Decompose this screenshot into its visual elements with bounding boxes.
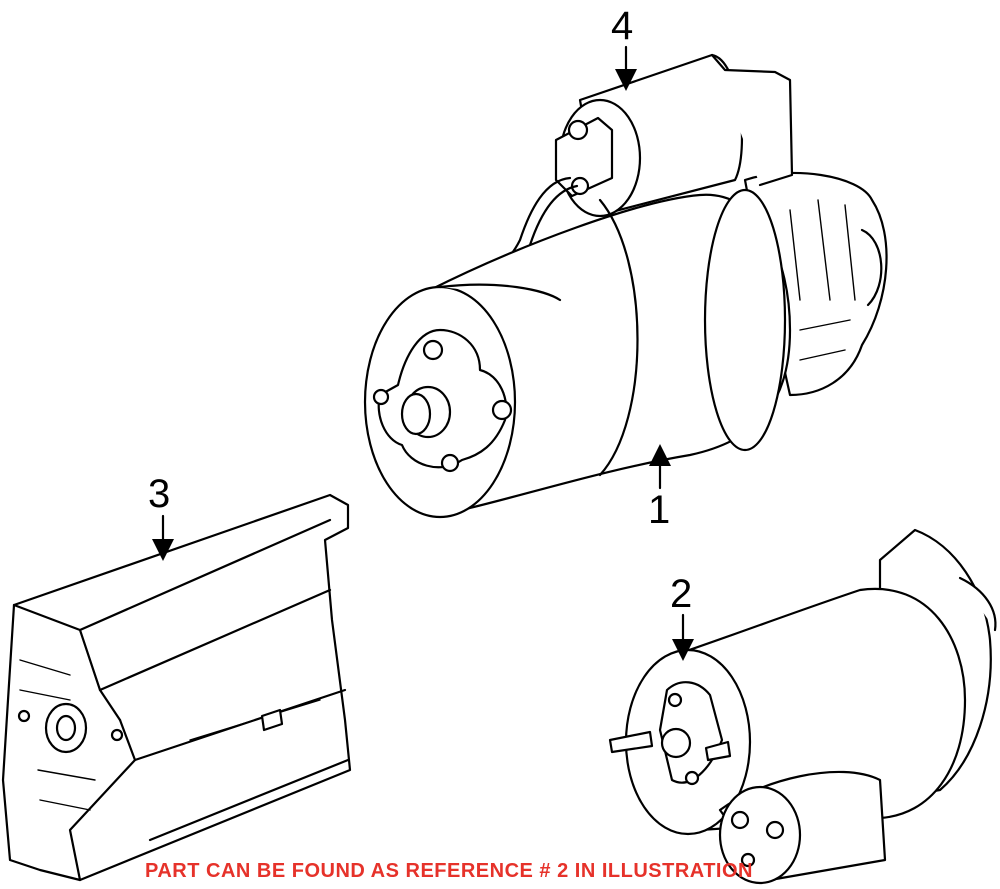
callout-label-1: 1 bbox=[648, 488, 671, 532]
callout-label-4: 4 bbox=[611, 4, 634, 48]
starter-motor-part-2[interactable] bbox=[608, 528, 997, 885]
heat-shield-part-3[interactable] bbox=[1, 493, 352, 882]
callout-label-3: 3 bbox=[148, 472, 171, 516]
callout-label-2: 2 bbox=[670, 572, 693, 616]
reference-footnote: PART CAN BE FOUND AS REFERENCE # 2 IN IL… bbox=[145, 860, 753, 882]
starter-motor-part-1[interactable] bbox=[363, 53, 888, 519]
